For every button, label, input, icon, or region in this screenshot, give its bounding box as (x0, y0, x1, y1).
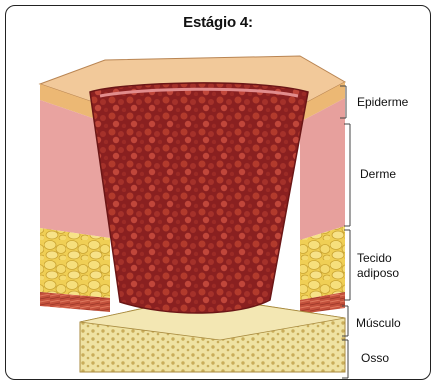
label-muscle: Músculo (356, 316, 401, 331)
label-bone: Osso (361, 351, 389, 366)
label-adipose: Tecido adiposo (357, 251, 399, 281)
label-epidermis: Epiderme (357, 95, 408, 110)
wound-crater (90, 83, 308, 313)
label-dermis: Derme (360, 167, 396, 182)
adipose-layer (40, 228, 110, 298)
